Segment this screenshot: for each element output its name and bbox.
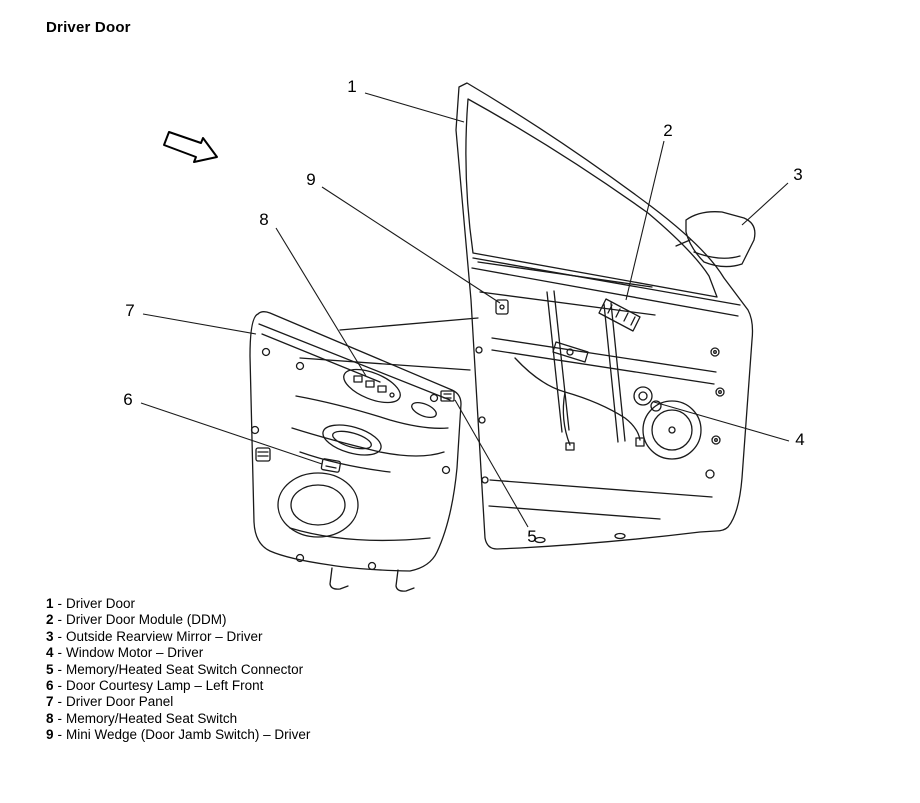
legend-item-label: Outside Rearview Mirror – Driver	[66, 628, 263, 644]
legend-item-label: Memory/Heated Seat Switch	[66, 710, 238, 726]
legend-item-label: Door Courtesy Lamp – Left Front	[66, 678, 264, 694]
window-motor-drawing	[633, 386, 662, 412]
legend-item: 7-Driver Door Panel	[46, 694, 310, 710]
legend-separator: -	[57, 710, 63, 726]
legend-item-number: 9	[46, 727, 54, 743]
legend-item-label: Mini Wedge (Door Jamb Switch) – Driver	[66, 727, 311, 743]
callout-7: 7	[125, 301, 135, 320]
legend-item-number: 7	[46, 694, 54, 710]
legend-item-label: Window Motor – Driver	[66, 645, 204, 661]
legend-item-number: 4	[46, 645, 54, 661]
callout-6: 6	[123, 390, 133, 409]
legend-item-label: Memory/Heated Seat Switch Connector	[66, 661, 304, 677]
legend-item-number: 3	[46, 628, 54, 644]
callout-5: 5	[527, 527, 537, 546]
legend-separator: -	[57, 661, 63, 677]
callout-leader-lines	[140, 92, 790, 528]
legend-item-number: 1	[46, 596, 54, 611]
legend-item-number: 5	[46, 661, 54, 677]
legend-item: 6-Door Courtesy Lamp – Left Front	[46, 678, 310, 694]
legend-separator: -	[57, 628, 63, 644]
alignment-lines	[299, 317, 479, 371]
legend-separator: -	[57, 678, 63, 694]
legend-item: 4-Window Motor – Driver	[46, 645, 310, 661]
legend-item-label: Driver Door Module (DDM)	[66, 612, 227, 628]
legend-item: 1-Driver Door	[46, 596, 310, 612]
door-frame-drawing	[455, 82, 754, 550]
legend-item: 5-Memory/Heated Seat Switch Connector	[46, 662, 310, 678]
callout-1: 1	[347, 77, 357, 96]
legend-separator: -	[57, 645, 63, 661]
legend-item-number: 2	[46, 612, 54, 628]
courtesy-lamp-drawing	[320, 458, 342, 473]
legend-item-number: 8	[46, 710, 54, 726]
legend-separator: -	[57, 727, 63, 743]
callout-3: 3	[793, 165, 803, 184]
door-panel-drawing	[249, 311, 462, 592]
legend-item-label: Driver Door	[66, 596, 136, 611]
page-title: Driver Door	[46, 19, 131, 36]
mini-wedge-drawing	[495, 299, 509, 315]
door-module-drawing	[598, 298, 641, 332]
legend-item-number: 6	[46, 678, 54, 694]
direction-arrow-icon	[163, 131, 218, 163]
callout-9: 9	[306, 170, 316, 189]
legend-separator: -	[57, 694, 63, 710]
legend-item: 8-Memory/Heated Seat Switch	[46, 711, 310, 727]
legend-item-label: Driver Door Panel	[66, 694, 174, 710]
legend-item: 9-Mini Wedge (Door Jamb Switch) – Driver	[46, 727, 310, 743]
door-internals-drawing	[440, 261, 717, 484]
legend-item: 3-Outside Rearview Mirror – Driver	[46, 629, 310, 645]
callout-8: 8	[259, 210, 269, 229]
mirror-drawing	[675, 211, 756, 268]
legend: 1-Driver Door 2-Driver Door Module (DDM)…	[46, 596, 310, 744]
legend-item: 2-Driver Door Module (DDM)	[46, 612, 310, 628]
legend-separator: -	[57, 612, 63, 628]
callout-4: 4	[795, 430, 805, 449]
seat-switch-drawing	[343, 368, 401, 404]
legend-separator: -	[57, 596, 63, 611]
callout-2: 2	[663, 121, 673, 140]
